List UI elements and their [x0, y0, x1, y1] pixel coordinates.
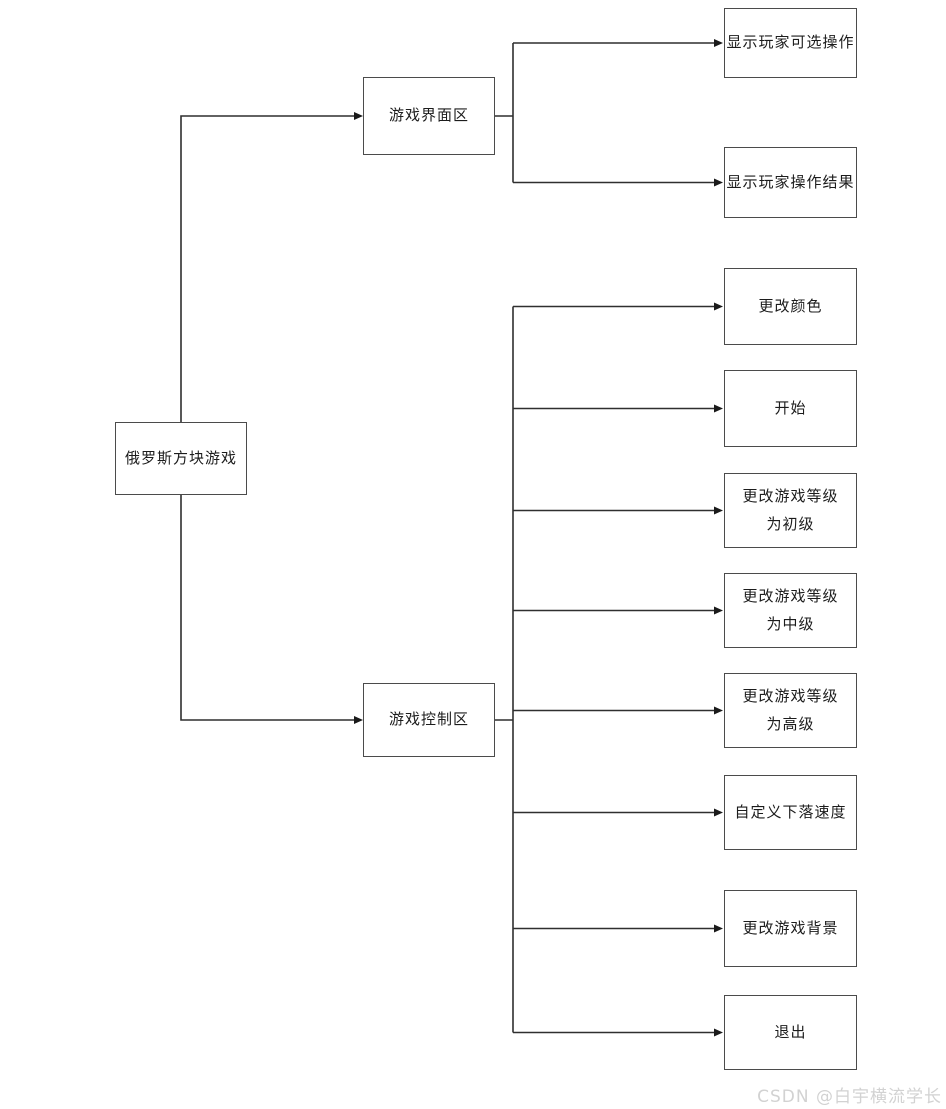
node-label: 游戏控制区	[388, 710, 469, 729]
leaf-node-show-player-options: 显示玩家可选操作	[724, 8, 857, 78]
branch-node-game-control-area: 游戏控制区	[363, 683, 495, 757]
leaf-node-change-background: 更改游戏背景	[724, 890, 857, 967]
node-label: 更改游戏等级 为高级	[742, 686, 839, 733]
branch-node-game-interface-area: 游戏界面区	[363, 77, 495, 155]
node-label: 更改游戏等级 为初级	[742, 486, 839, 533]
node-label: 显示玩家可选操作	[726, 33, 855, 52]
leaf-node-set-level-beginner: 更改游戏等级 为初级	[724, 473, 857, 548]
node-label: 游戏界面区	[388, 106, 469, 125]
node-label: 显示玩家操作结果	[726, 172, 855, 191]
node-label: 更改游戏等级 为中级	[742, 586, 839, 633]
leaf-node-set-level-intermediate: 更改游戏等级 为中级	[724, 573, 857, 648]
node-label: 更改游戏背景	[742, 918, 839, 937]
csdn-watermark: CSDN @白宇横流学长	[757, 1087, 942, 1107]
node-label: 自定义下落速度	[734, 802, 847, 821]
leaf-node-custom-fall-speed: 自定义下落速度	[724, 775, 857, 850]
node-label: 更改颜色	[758, 296, 823, 315]
leaf-node-show-player-results: 显示玩家操作结果	[724, 147, 857, 218]
leaf-node-change-color: 更改颜色	[724, 268, 857, 345]
node-label: 退出	[774, 1022, 807, 1041]
node-label: 开始	[774, 398, 807, 417]
leaf-node-start: 开始	[724, 370, 857, 447]
leaf-node-set-level-advanced: 更改游戏等级 为高级	[724, 673, 857, 748]
node-label: 俄罗斯方块游戏	[124, 448, 237, 467]
leaf-node-exit: 退出	[724, 995, 857, 1070]
root-node-tetris-game: 俄罗斯方块游戏	[115, 422, 247, 495]
